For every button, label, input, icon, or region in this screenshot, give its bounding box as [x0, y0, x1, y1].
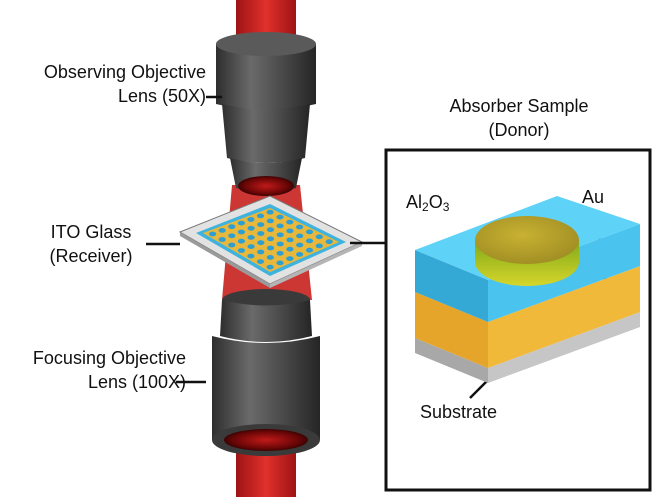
al2o3-label-sub1: 2: [422, 200, 429, 214]
au-label: Au: [582, 187, 605, 207]
receiver-dot: [276, 232, 284, 238]
receiver-dot: [228, 224, 236, 230]
receiver-dot: [325, 239, 333, 245]
receiver-dot: [266, 227, 275, 233]
focusing-lens-label-line1: Focusing Objective: [32, 348, 186, 368]
focusing-lens-label-line2: Lens (100X): [87, 372, 186, 392]
receiver-dot: [296, 233, 304, 239]
receiver-dot: [247, 217, 255, 222]
receiver-dot: [276, 250, 284, 256]
ito-glass: [178, 195, 364, 288]
receiver-dot: [276, 260, 284, 266]
receiver-dot: [266, 218, 274, 224]
receiver-dot: [228, 242, 236, 248]
receiver-dot: [228, 233, 236, 239]
dot-array: [209, 209, 333, 270]
receiver-dot: [305, 229, 314, 235]
receiver-dot: [266, 264, 274, 270]
receiver-dot: [237, 220, 245, 226]
receiver-dot: [296, 252, 304, 257]
receiver-dot: [237, 238, 245, 244]
inset-box: [384, 148, 652, 492]
receiver-dot: [286, 237, 294, 243]
observing-lens-label-line2: Lens (50X): [117, 86, 206, 106]
receiver-dot: [315, 234, 323, 240]
receiver-dot: [276, 223, 284, 229]
receiver-dot: [257, 231, 265, 236]
receiver-dot: [286, 256, 294, 261]
substrate-label: Substrate: [420, 402, 498, 422]
observing-objective-lens: [216, 32, 316, 196]
receiver-dot: [286, 228, 294, 234]
receiver-dot: [266, 255, 274, 260]
receiver-dot: [237, 248, 245, 253]
observing-lens-label-line1: Observing Objective: [43, 62, 206, 82]
ito-glass-label: ITO Glass (Receiver): [36, 220, 146, 268]
focusing-objective-lens: [212, 289, 320, 456]
receiver-dot: [218, 228, 226, 233]
al2o3-label-al: Al: [406, 192, 423, 212]
absorber-sample-label-line2: (Donor): [488, 120, 550, 140]
receiver-dot: [247, 244, 255, 250]
ito-glass-label-line1: ITO Glass: [50, 222, 132, 242]
absorber-sample-label: Absorber Sample (Donor): [414, 94, 624, 142]
receiver-dot: [257, 240, 265, 246]
absorber-sample: [415, 196, 640, 383]
receiver-dot: [296, 224, 304, 230]
receiver-dot: [266, 209, 274, 215]
receiver-dot: [266, 245, 275, 251]
receiver-dot: [266, 236, 275, 242]
receiver-dot: [286, 246, 294, 252]
focusing-lens-label: Focusing Objective Lens (100X): [0, 346, 186, 394]
receiver-dot: [256, 213, 265, 219]
receiver-dot: [305, 247, 314, 253]
al2o3-label-o: O: [428, 192, 443, 212]
receiver-dot: [286, 219, 294, 225]
receiver-dot: [257, 249, 265, 255]
al2o3-label-sub2: 3: [442, 200, 450, 214]
receiver-dot: [247, 253, 255, 259]
receiver-dot: [237, 229, 245, 235]
receiver-dot: [257, 222, 265, 228]
receiver-dot: [209, 231, 217, 237]
receiver-dot: [256, 259, 265, 264]
ito-glass-label-line2: (Receiver): [49, 246, 133, 266]
receiver-dot: [315, 243, 323, 249]
al2o3-label: Al2O3: [406, 190, 449, 214]
receiver-dot: [296, 242, 304, 248]
receiver-dot: [218, 237, 226, 242]
absorber-sample-label-line1: Absorber Sample: [449, 96, 589, 116]
receiver-dot: [276, 241, 284, 247]
receiver-dot: [247, 235, 255, 240]
receiver-dot: [276, 214, 284, 220]
receiver-dot: [247, 225, 255, 231]
receiver-dot: [305, 238, 314, 244]
observing-lens-label: Observing Objective Lens (50X): [0, 60, 206, 108]
